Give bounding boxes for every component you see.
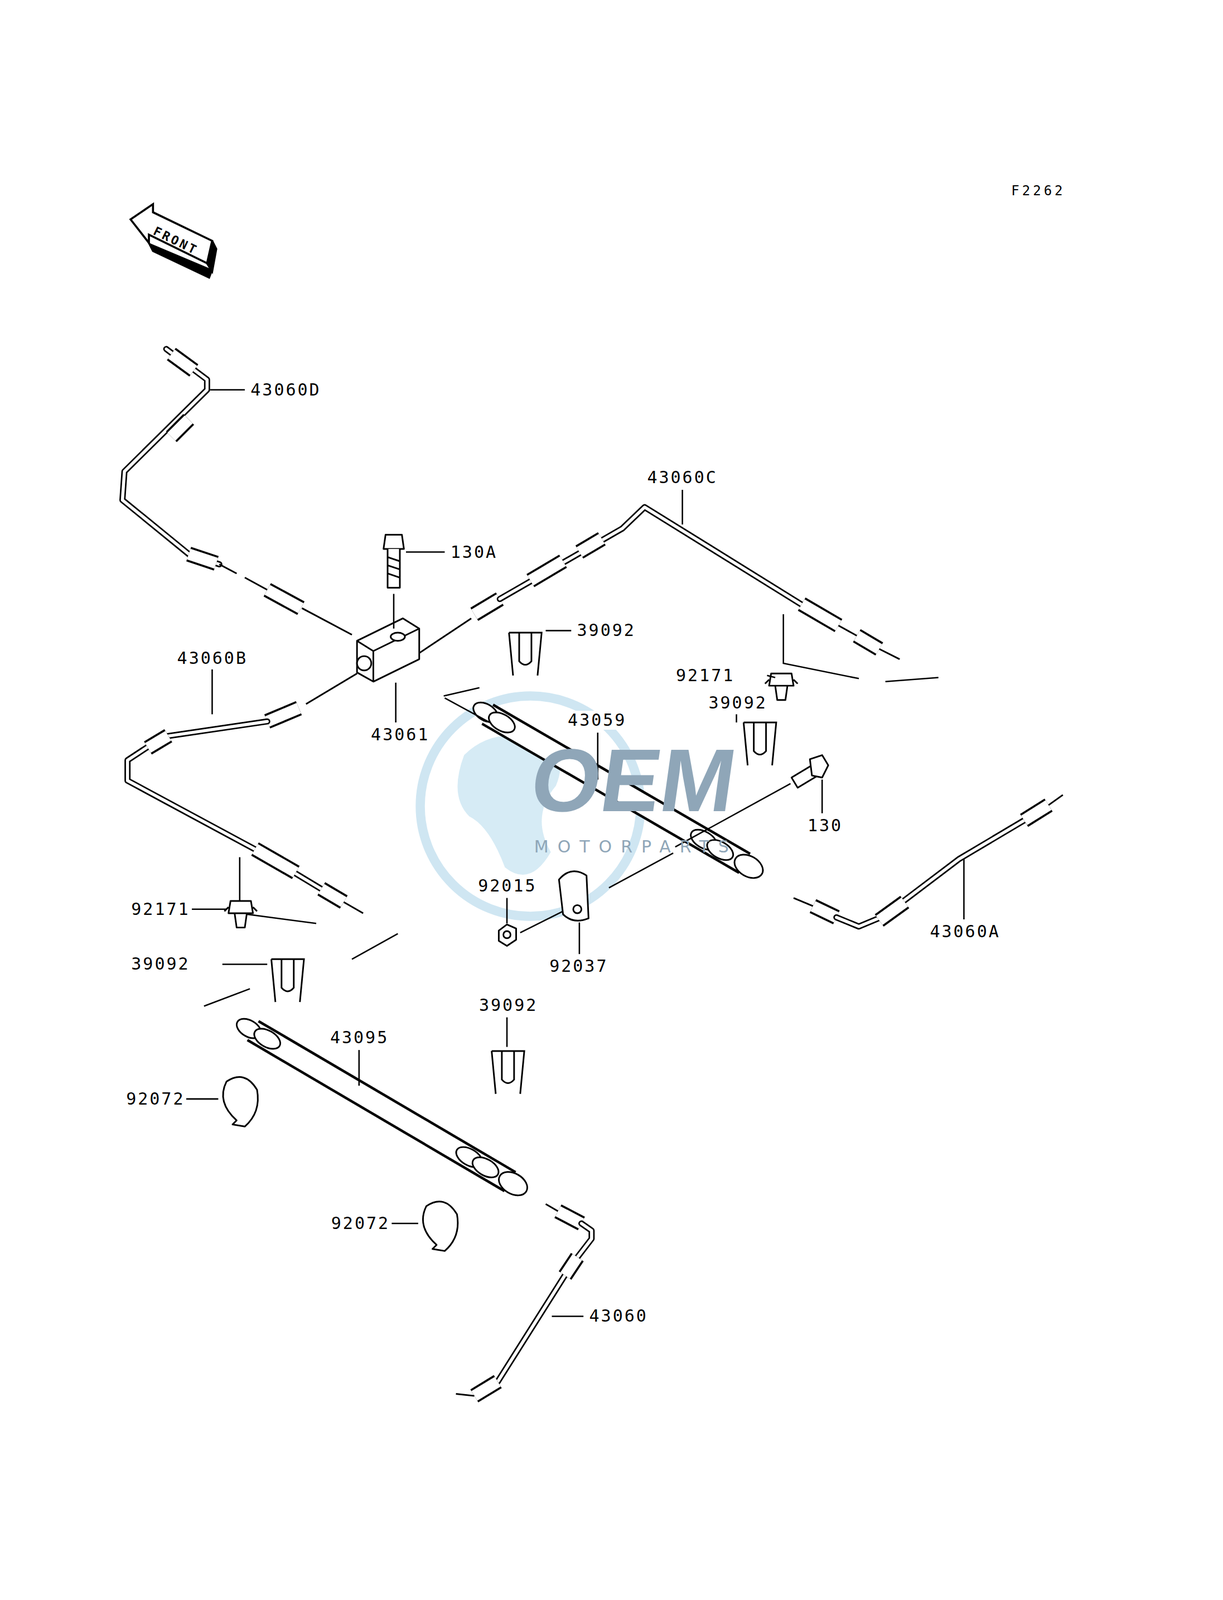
callout-number: 43060 bbox=[587, 1306, 650, 1326]
callout-number: 130A bbox=[448, 542, 500, 562]
callout-number: 39092 bbox=[707, 693, 770, 713]
callout-number: 39092 bbox=[477, 995, 540, 1015]
callout-number: 43060B bbox=[175, 648, 250, 668]
callout-number: 92171 bbox=[674, 665, 737, 685]
callout-number: 92037 bbox=[547, 956, 610, 976]
callout-number: 43095 bbox=[328, 1027, 391, 1047]
callout-number: 43059 bbox=[566, 710, 628, 730]
callout-number: 43060D bbox=[248, 380, 323, 400]
callout-number: 43061 bbox=[369, 724, 432, 744]
callout-number: 92171 bbox=[129, 899, 192, 919]
drawing-code: F2262 bbox=[1009, 182, 1067, 199]
callout-number: 92015 bbox=[476, 876, 539, 896]
front-arrow bbox=[130, 204, 217, 278]
callout-number: 39092 bbox=[575, 620, 638, 640]
callout-number: 43060C bbox=[645, 467, 719, 487]
watermark: OEM bbox=[524, 734, 744, 826]
callout-number: 92072 bbox=[329, 1213, 392, 1233]
callout-number: 92072 bbox=[124, 1089, 187, 1109]
callout-number: 43060A bbox=[927, 921, 1002, 941]
callout-number: 39092 bbox=[129, 954, 192, 974]
watermark: MOTORPARTS bbox=[532, 837, 740, 857]
callout-number: 130 bbox=[805, 815, 845, 835]
